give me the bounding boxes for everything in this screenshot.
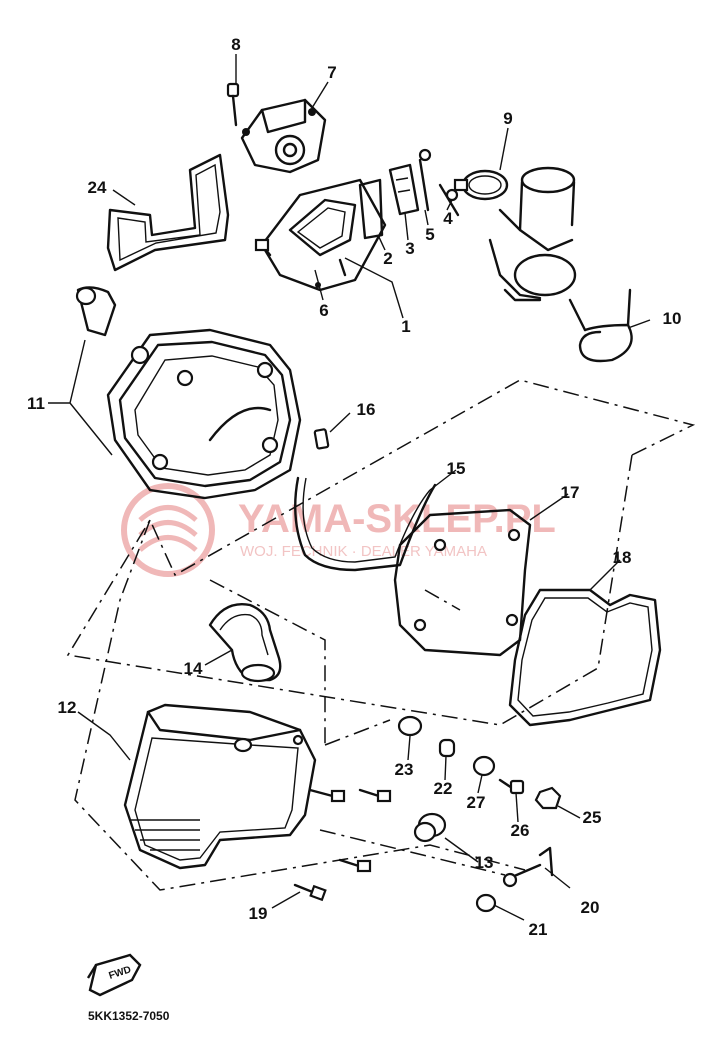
callout-26: 26	[511, 821, 530, 840]
callout-15: 15	[447, 459, 466, 478]
callout-22: 22	[434, 779, 453, 798]
callout-27: 27	[467, 793, 486, 812]
callout-12: 12	[58, 698, 77, 717]
callout-5: 5	[425, 225, 434, 244]
callout-16: 16	[357, 400, 376, 419]
callout-6: 6	[319, 301, 328, 320]
callout-1: 1	[401, 317, 410, 336]
part-26-screw	[498, 778, 525, 795]
part-19-screw	[293, 883, 327, 902]
part-27-grommet	[472, 755, 496, 777]
part-25-nut	[534, 786, 562, 810]
assembly-dash-lines	[66, 379, 696, 891]
part-16-grommet	[313, 428, 330, 450]
part-23-collar	[397, 715, 423, 737]
callout-18: 18	[613, 548, 632, 567]
part-12-lower-case	[123, 703, 317, 870]
callout-2: 2	[383, 249, 392, 268]
watermark-main-text: YAMA-SKLEP.PL	[238, 497, 556, 541]
callout-17: 17	[561, 483, 580, 502]
callout-7: 7	[327, 63, 336, 82]
part-11-case-cap	[75, 286, 302, 500]
part-6-reed-valve	[254, 178, 387, 292]
callout-10: 10	[663, 309, 682, 328]
screw-c	[338, 858, 372, 873]
diagram-code: 5KK1352-7050	[88, 1009, 170, 1023]
callout-11: 11	[27, 394, 45, 413]
callout-25: 25	[583, 808, 602, 827]
part-2-stopper	[358, 178, 384, 240]
part-21-nut	[475, 893, 497, 913]
part-24-gasket	[106, 153, 230, 272]
leader-lines	[48, 54, 651, 921]
part-10-clip	[568, 288, 633, 363]
part-9-clamp	[453, 169, 509, 201]
callout-4: 4	[443, 209, 453, 228]
fwd-arrow-icon: FWD	[86, 953, 142, 997]
part-14-duct	[208, 603, 282, 683]
callout-3: 3	[405, 239, 414, 258]
callout-labels: 8 7 9 24 1 2 3 5 4 6 10 11 16 15 17 18 1…	[27, 35, 681, 939]
callout-13: 13	[475, 853, 494, 872]
watermark: YAMA-SKLEP.PL WOJ. FECHNIK · DEALER YAMA…	[121, 483, 556, 577]
callout-9: 9	[503, 109, 512, 128]
part-5-screw	[418, 148, 432, 212]
callout-20: 20	[581, 898, 600, 917]
part-15-seal	[294, 476, 437, 572]
callout-19: 19	[249, 904, 268, 923]
part-8-bolt	[226, 82, 240, 127]
callout-24: 24	[88, 178, 107, 197]
part-20-pin	[502, 846, 554, 888]
watermark-sub-text: WOJ. FECHNIK · DEALER YAMAHA	[240, 543, 487, 560]
screw-a	[308, 788, 346, 803]
watermark-logo-icon	[121, 483, 215, 577]
part-3-reed-plate	[388, 163, 420, 216]
part-18-gasket	[508, 588, 662, 727]
callout-14: 14	[184, 659, 203, 678]
screw-b	[358, 788, 392, 803]
callout-8: 8	[231, 35, 240, 54]
part-7-valve-cap	[240, 98, 327, 174]
callout-21: 21	[529, 920, 548, 939]
intake-joint	[488, 166, 577, 302]
part-22-collar	[438, 738, 456, 758]
callout-23: 23	[395, 760, 414, 779]
part-13-bushing	[413, 812, 447, 843]
